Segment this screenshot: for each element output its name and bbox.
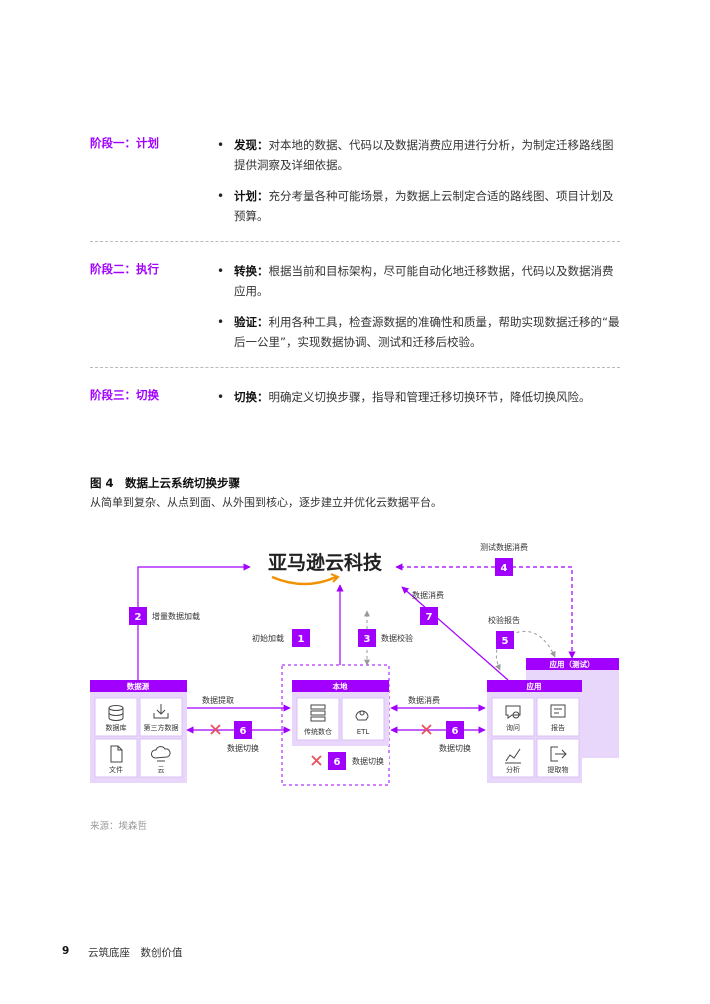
download-icon xyxy=(153,704,169,719)
local-item-label: ETL xyxy=(357,728,370,736)
bullet-term: 验证： xyxy=(234,315,269,329)
bullet: 切换：明确定义切换步骤，指导和管理迁移切换环节，降低切换风险。 xyxy=(217,387,620,407)
app-box: 应用 询问 报告 分析 提取物 xyxy=(487,680,582,783)
stage-3-title: 阶段三：切换 xyxy=(90,388,159,402)
step-number: 7 xyxy=(426,612,433,623)
stage-2-bullets: 转换：根据当前和目标架构，尽可能自动化地迁移数据，代码以及数据消费应用。 验证：… xyxy=(217,261,620,363)
label-cutover-right: 数据切换 xyxy=(439,743,471,753)
step-badge-3: 3 xyxy=(358,629,376,647)
export-icon xyxy=(550,746,567,762)
bullet-text: 利用各种工具，检查源数据的准确性和质量，帮助实现数据迁移的“最后一公里”，实现数… xyxy=(234,315,620,349)
data-source-box-title: 数据源 xyxy=(127,681,150,691)
bullet: 计划：充分考量各种可能场景，为数据上云制定合适的路线图、项目计划及预算。 xyxy=(217,186,620,226)
step-number: 3 xyxy=(364,634,371,645)
arrow-validation-report xyxy=(495,631,556,671)
stage-3-bullets: 切换：明确定义切换步骤，指导和管理迁移切换环节，降低切换风险。 xyxy=(217,387,620,418)
step-number: 5 xyxy=(502,636,509,647)
step-badge-6-left: 6 xyxy=(234,721,252,739)
source-item-label: 文件 xyxy=(109,765,123,774)
bullet: 发现：对本地的数据、代码以及数据消费应用进行分析，为制定迁移路线图提供洞察及详细… xyxy=(217,135,620,175)
aws-smile-icon xyxy=(271,575,337,586)
database-icon xyxy=(108,705,124,721)
server-icon xyxy=(310,704,326,722)
app-box-title: 应用 xyxy=(527,681,542,691)
migration-diagram: 亚马逊云科技 应用（测试） 数据源 数据库 第三方数据 文件 云 xyxy=(90,542,619,786)
step-label-7: 数据消费 xyxy=(412,590,444,600)
label-data-extract: 数据提取 xyxy=(202,695,234,705)
bullet-term: 发现： xyxy=(234,138,269,152)
blocked-x-icon xyxy=(421,724,432,735)
local-item-label: 传统数仓 xyxy=(304,727,332,736)
step-label-1: 初始加载 xyxy=(252,633,284,643)
app-item-label: 分析 xyxy=(506,765,520,774)
source-item-label: 数据库 xyxy=(106,723,127,732)
divider xyxy=(90,241,620,242)
step-number: 6 xyxy=(240,726,247,737)
bullet-term: 计划： xyxy=(234,189,269,203)
bullet-term: 切换： xyxy=(234,390,269,404)
label-cutover-bottom: 数据切换 xyxy=(352,756,384,766)
figure-subtitle: 从简单到复杂、从点到面、从外围到核心，逐步建立并优化云数据平台。 xyxy=(90,496,442,509)
label-data-consume: 数据消费 xyxy=(408,695,440,705)
stage-1-title: 阶段一：计划 xyxy=(90,136,159,150)
data-source-box: 数据源 数据库 第三方数据 文件 云 xyxy=(90,680,187,783)
step-number: 2 xyxy=(135,612,142,623)
source-item-label: 第三方数据 xyxy=(144,723,179,732)
footer-title: 云筑底座 数创价值 xyxy=(88,947,183,959)
arrow-data-consumption xyxy=(401,586,509,681)
step-badge-6-bottom: 6 xyxy=(328,752,346,770)
step-number: 6 xyxy=(452,726,459,737)
bullet-term: 转换： xyxy=(234,264,269,278)
stage-1-bullets: 发现：对本地的数据、代码以及数据消费应用进行分析，为制定迁移路线图提供洞察及详细… xyxy=(217,135,620,237)
file-icon xyxy=(110,745,123,763)
aws-smile-tip xyxy=(330,573,340,583)
step-label-4: 测试数据消费 xyxy=(480,542,528,552)
label-cutover-left: 数据切换 xyxy=(227,743,259,753)
source-note: 来源：埃森哲 xyxy=(90,821,148,832)
source-item-label: 云 xyxy=(158,766,165,774)
bullet-text: 充分考量各种可能场景，为数据上云制定合适的路线图、项目计划及预算。 xyxy=(234,189,614,223)
arrow-incremental-load xyxy=(137,563,251,680)
report-icon xyxy=(550,704,566,718)
page-number: 9 xyxy=(62,945,70,957)
step-label-5: 校验报告 xyxy=(488,615,520,625)
step-badge-5: 5 xyxy=(496,631,514,649)
etl-icon xyxy=(355,710,369,721)
blocked-x-icon xyxy=(210,724,221,735)
blocked-x-icon xyxy=(311,755,322,766)
bullet: 验证：利用各种工具，检查源数据的准确性和质量，帮助实现数据迁移的“最后一公里”，… xyxy=(217,312,620,352)
step-number: 6 xyxy=(334,757,341,768)
app-test-box-title: 应用（测试） xyxy=(550,659,595,669)
step-number: 4 xyxy=(501,563,508,574)
bullet-text: 对本地的数据、代码以及数据消费应用进行分析，为制定迁移路线图提供洞察及详细依据。 xyxy=(234,138,614,172)
step-number: 1 xyxy=(298,634,305,645)
step-badge-4: 4 xyxy=(495,558,513,576)
step-badge-2: 2 xyxy=(129,607,147,625)
bullet: 转换：根据当前和目标架构，尽可能自动化地迁移数据，代码以及数据消费应用。 xyxy=(217,261,620,301)
app-item-label: 报告 xyxy=(551,723,565,732)
label-backdrop xyxy=(349,755,389,768)
arrow-test-consumption xyxy=(395,563,576,659)
local-box-title: 本地 xyxy=(332,681,348,691)
step-label-3: 数据校验 xyxy=(381,633,413,643)
local-box: 本地 传统数仓 ETL xyxy=(292,680,389,746)
step-badge-1: 1 xyxy=(292,629,310,647)
analytics-icon xyxy=(505,748,521,764)
chat-icon xyxy=(505,705,521,719)
divider xyxy=(90,367,620,368)
app-item-label: 提取物 xyxy=(548,765,569,774)
app-item-label: 询问 xyxy=(506,723,520,732)
stage-2-title: 阶段二：执行 xyxy=(90,262,159,276)
bullet-text: 明确定义切换步骤，指导和管理迁移切换环节，降低切换风险。 xyxy=(268,390,591,404)
figure-title: 图 4 数据上云系统切换步骤 xyxy=(90,476,241,490)
step-label-2: 增量数据加载 xyxy=(152,611,200,621)
bullet-text: 根据当前和目标架构，尽可能自动化地迁移数据，代码以及数据消费应用。 xyxy=(234,264,614,298)
cloud-icon xyxy=(151,746,171,762)
step-badge-7: 7 xyxy=(420,607,438,625)
aws-logo-text: 亚马逊云科技 xyxy=(268,551,383,574)
step-badge-6-right: 6 xyxy=(446,721,464,739)
